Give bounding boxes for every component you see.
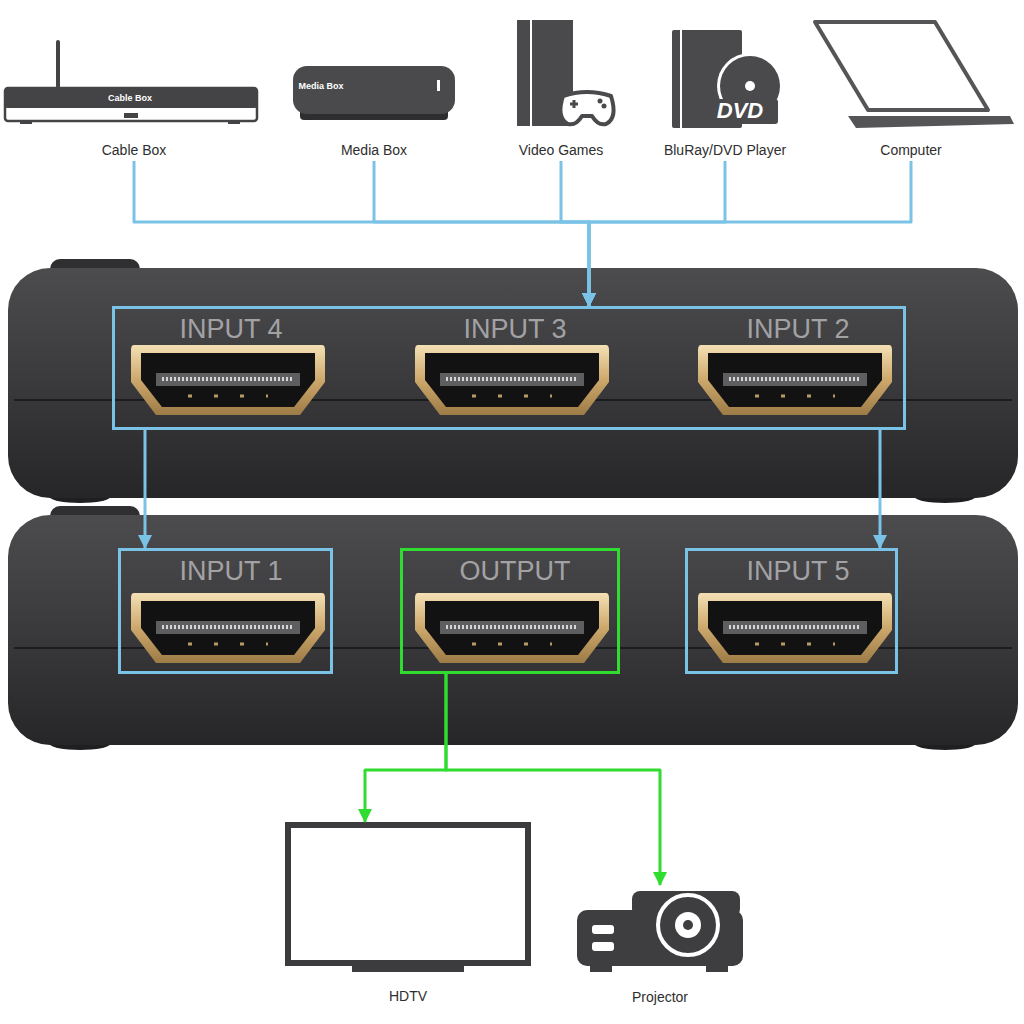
switch-housing [8,515,1018,745]
controller-icon [560,92,613,124]
cable-box-band [5,88,257,108]
hdmi-port [415,345,609,415]
signal-arrow [589,161,911,306]
port-label: INPUT 3 [463,314,566,344]
projector-lens-core [683,920,693,930]
console-seam [530,20,532,126]
controller-dpad [570,100,578,108]
display-device: HDTV [281,822,535,1005]
projector-button [592,925,614,934]
port-label: INPUT 5 [746,556,849,586]
icon-text: DVD [717,100,763,122]
signal-arrow [144,430,147,548]
device-caption: Media Box [286,141,462,159]
hdmi-port [131,345,325,415]
projector-foot [590,965,612,972]
media-box-led [437,80,440,91]
cable-box-foot [228,121,240,124]
laptop-base [848,116,1014,128]
dvd-spine [680,30,682,128]
device-caption: Computer [846,141,976,159]
port-label: OUTPUT [460,556,571,586]
device-caption: Video Games [501,141,621,159]
signal-arrow [446,674,660,885]
hdmi-port [415,593,609,663]
input-port-group: INPUT 4 INPUT 3 INPUT 2 [112,306,906,430]
hdmi-port [698,345,892,415]
projector-foot [706,965,728,972]
disc-hole [745,81,755,91]
cable-box-foot [20,121,32,124]
antenna [56,42,60,89]
dvd-logo-ground [712,99,778,124]
input-port-box: INPUT 5 [685,548,898,674]
controller-button [602,104,607,109]
icon-text: Cable Box [108,93,152,104]
projector-lens [658,895,718,955]
laptop-lid [815,22,988,110]
cable-box-slot [124,113,138,118]
device-caption: Cable Box [2,141,266,159]
port-label: INPUT 4 [179,314,282,344]
tv-screen [288,825,528,963]
icon-text: Media Box [298,81,343,92]
hdmi-port [698,593,892,663]
output-port-box: OUTPUT [400,548,620,674]
source-device: DVD BluRay/DVD Player [656,18,794,159]
device-caption: HDTV [281,987,535,1005]
input-port-box: INPUT 1 [118,548,333,674]
signal-arrow [365,674,446,822]
device-caption: BluRay/DVD Player [656,141,794,159]
display-device: Projector [571,885,749,1006]
signal-arrow [374,161,589,306]
switch-housing [8,268,1018,498]
source-device: Cable BoxCable Box [2,18,266,159]
media-box-icon [293,66,455,114]
cable-box-icon [5,88,257,121]
projector-lens-inner [675,912,701,938]
signal-arrow [589,161,725,306]
projector-button [592,942,614,951]
source-device: Video Games [501,18,621,159]
device-caption: Projector [571,988,749,1006]
signal-arrow [134,161,589,306]
signal-arrow [561,161,589,306]
controller-button [598,99,603,104]
tv-stand [352,966,464,972]
source-device: Media BoxMedia Box [286,18,462,159]
hdmi-port [131,593,325,663]
port-label: INPUT 1 [179,556,282,586]
source-device: Computer [846,18,976,159]
port-label: INPUT 2 [746,314,849,344]
signal-arrow [879,430,882,548]
